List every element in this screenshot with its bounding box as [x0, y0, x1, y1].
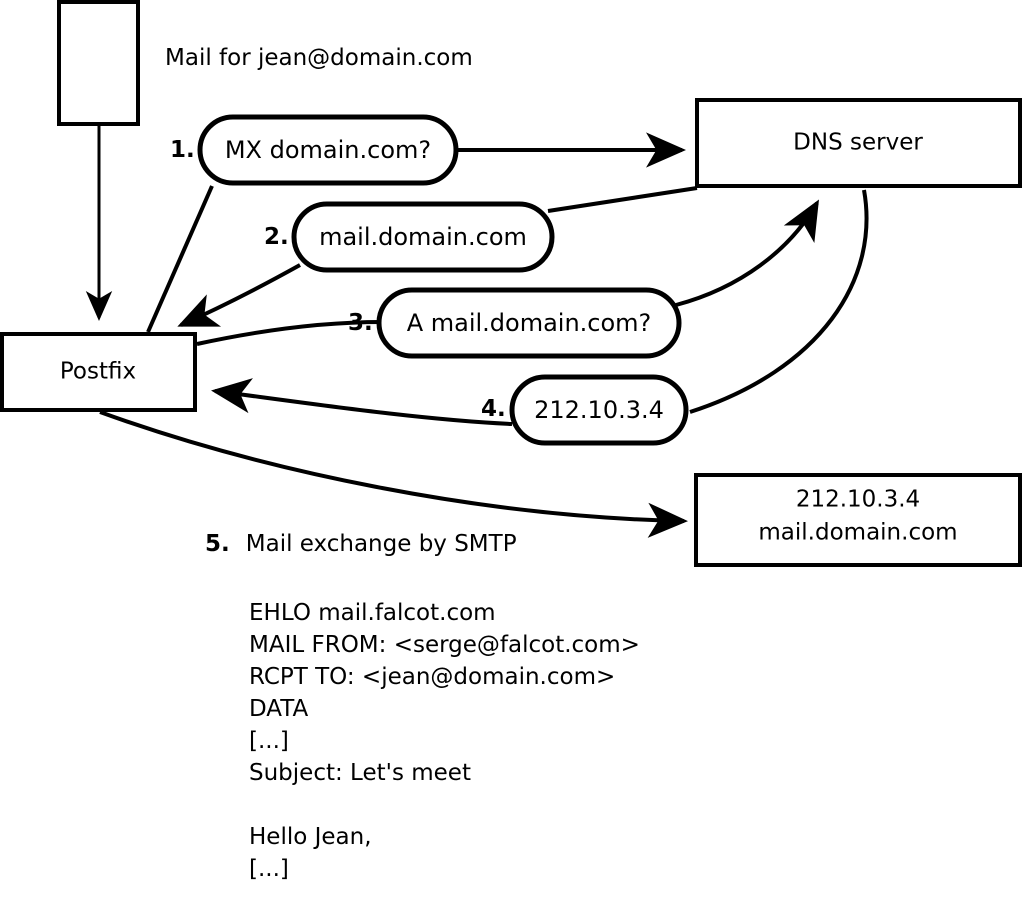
edge-postfix-to-bubble1 [146, 185, 214, 333]
step-5-label: Mail exchange by SMTP [245, 531, 517, 557]
bubble-step-1-label: MX domain.com? [225, 136, 431, 164]
node-target-host-label: mail.domain.com [758, 520, 957, 546]
node-dns-server [695, 98, 1022, 188]
bubble-step-4 [509, 374, 689, 446]
bubble-step-3-label: A mail.domain.com? [407, 309, 652, 337]
node-target-ip-label: 212.10.3.4 [796, 487, 920, 513]
smtp-transcript: EHLO mail.falcot.com MAIL FROM: <serge@f… [249, 600, 640, 882]
edge-postfix-to-bubble3 [196, 320, 383, 346]
step-5-number: 5. [205, 531, 230, 557]
mail-for-annotation: Mail for jean@domain.com [165, 45, 473, 71]
node-postfix-label: Postfix [60, 359, 136, 385]
bubble-step-2-label: mail.domain.com [319, 223, 527, 251]
edge-dns-to-bubble4 [689, 189, 869, 414]
step-4-number: 4. [481, 396, 506, 422]
bubble-step-1 [197, 114, 459, 186]
node-postfix [0, 332, 197, 412]
step-2-number: 2. [264, 224, 289, 250]
edge-bubble4-to-postfix [211, 378, 513, 426]
bubble-step-4-label: 212.10.3.4 [534, 396, 664, 424]
step-3-number: 3. [348, 310, 373, 336]
bubble-step-3 [376, 287, 682, 359]
node-target-mailserver [694, 473, 1022, 567]
bubble-step-2 [291, 201, 555, 273]
edge-dns-to-bubble2 [547, 186, 698, 213]
node-source-mailbox [57, 0, 140, 126]
edge-postfix-to-target-smtp [99, 410, 688, 538]
step-5-row: 5. Mail exchange by SMTP [205, 531, 517, 557]
edge-bubble3-to-dns [675, 199, 819, 307]
node-dns-server-label: DNS server [793, 130, 923, 156]
edge-bubble2-to-postfix [177, 263, 301, 327]
step-1-number: 1. [170, 137, 195, 163]
